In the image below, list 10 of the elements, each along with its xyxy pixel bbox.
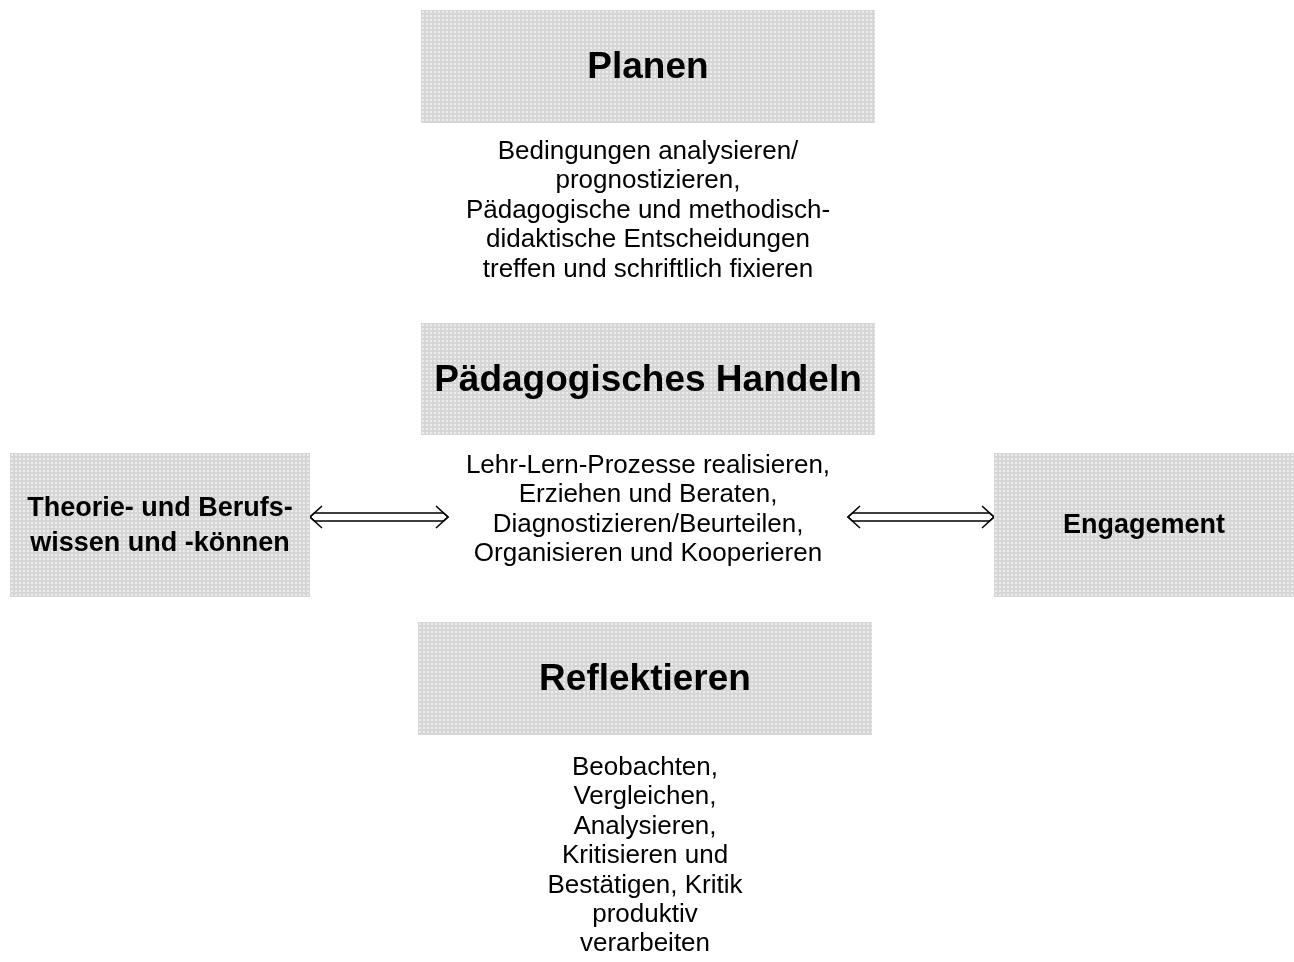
description-text: Pädagogische und methodisch-didaktische Entscheidungen treffen und schriftlich fixieren	[464, 194, 832, 283]
double-arrow	[846, 505, 996, 529]
description-text: Bedingungen analysieren/ prognostizieren,	[496, 136, 800, 195]
label-box: Engagement	[994, 453, 1294, 597]
heading-box: Pädagogisches Handeln	[421, 323, 875, 435]
label-box: Theorie- und Berufs- wissen und -können	[10, 453, 310, 597]
heading-box: Reflektieren	[418, 622, 872, 735]
description-text: Lehr-Lern-Prozesse realisieren, Erziehen und Beraten, Diagnostizieren/Beurteilen, Organisieren und Kooperieren	[464, 450, 832, 568]
heading-box: Planen	[421, 10, 875, 123]
description-text: Beobachten, Vergleichen, Analysieren, Kritisieren und Bestätigen, Kritik produktiv verarbeiten	[546, 752, 744, 958]
